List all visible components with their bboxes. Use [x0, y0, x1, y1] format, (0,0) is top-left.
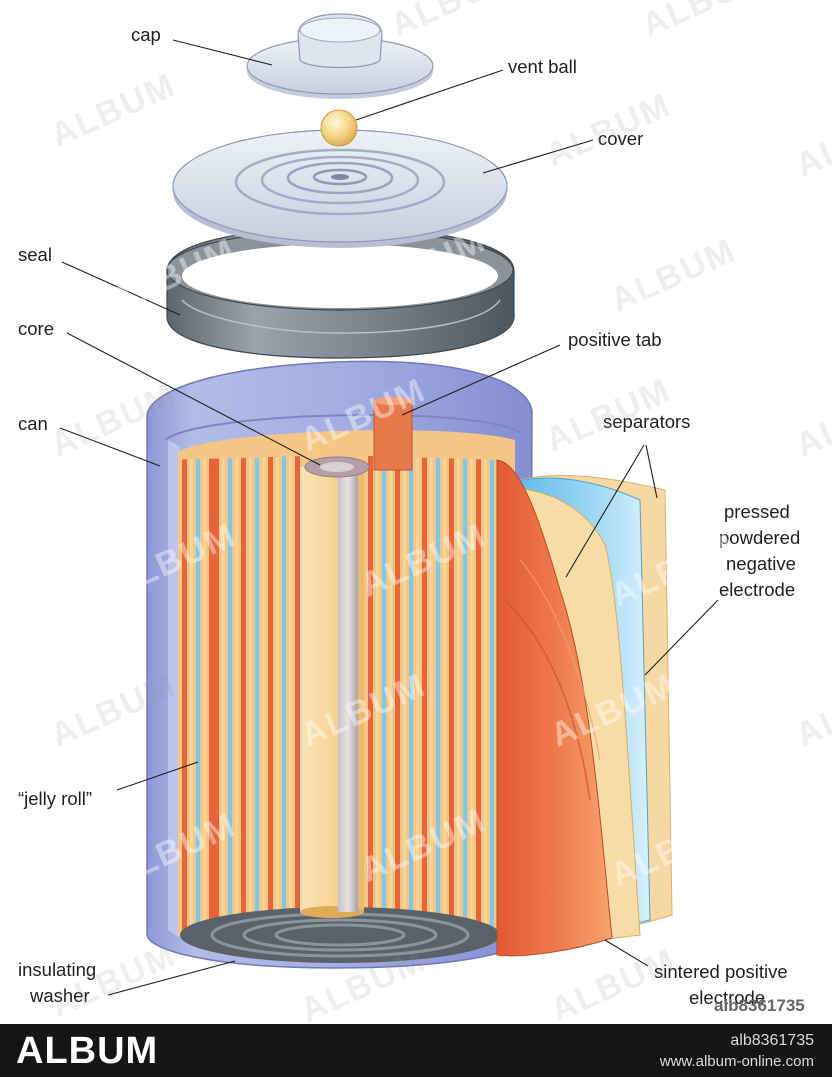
jelly-roll-layer-stripe — [382, 456, 386, 935]
image-id-overlay: alb8361735 — [714, 996, 805, 1015]
negative-electrode-leader — [644, 599, 719, 676]
label-vent-ball: vent ball — [508, 56, 577, 77]
jelly-roll-layer-stripe — [403, 457, 406, 935]
leader-lines — [59, 39, 719, 996]
label-positive-line-1: sintered positive — [654, 961, 788, 982]
battery-diagram — [59, 13, 719, 996]
positive-tab-strip — [373, 399, 413, 471]
positive-electrode-sheet — [496, 459, 613, 957]
diagram-stage: cap vent ball cover seal core positive t… — [18, 0, 832, 1024]
jelly-roll-layer-stripe — [262, 457, 265, 935]
jelly-roll-layer-stripe — [190, 459, 193, 935]
label-jelly-roll: “jelly roll” — [18, 788, 92, 809]
cover — [172, 129, 508, 248]
jelly-roll-layer-stripe — [282, 456, 286, 935]
jelly-roll — [178, 397, 515, 963]
footer-bar: ALBUM alb8361735 www.album-online.com — [0, 1024, 832, 1077]
label-insulating-line-1: insulating — [18, 959, 97, 980]
jelly-roll-layer-stripe — [209, 458, 214, 935]
vent-ball — [320, 109, 358, 147]
insulating-washer-leader — [107, 960, 236, 996]
label-cap: cap — [131, 24, 161, 45]
cap — [246, 13, 434, 99]
jelly-roll-layer-stripe — [376, 456, 379, 935]
jelly-roll-layer-stripe — [289, 456, 292, 935]
jelly-roll-layer-stripe — [249, 457, 252, 935]
label-cover: cover — [598, 128, 644, 149]
seal — [166, 227, 515, 359]
jelly-roll-layer-stripe — [276, 456, 279, 935]
jelly-roll-layer-stripe — [476, 459, 481, 935]
jelly-roll-leader — [116, 761, 199, 791]
jelly-roll-layer-stripe — [235, 458, 238, 935]
jelly-roll-layer-stripe — [222, 458, 225, 935]
label-insulating-line-2: washer — [30, 985, 90, 1006]
jelly-roll-layer-stripe — [214, 458, 219, 935]
label-negative-line-4: electrode — [719, 579, 796, 600]
footer-site-url: www.album-online.com — [659, 1053, 814, 1070]
label-negative-line-2: powdered — [719, 527, 801, 548]
label-separators: separators — [603, 411, 691, 432]
jelly-roll-layer-stripe — [430, 457, 433, 935]
jelly-roll-layer-stripe — [422, 457, 427, 935]
jelly-roll-layer-stripe — [470, 459, 473, 935]
can-leader — [59, 427, 161, 467]
jelly-roll-layer-stripe — [463, 458, 467, 935]
jelly-roll-layer-stripe — [443, 458, 446, 935]
label-seal: seal — [18, 244, 52, 265]
footer-brand: ALBUM — [16, 1030, 159, 1072]
label-negative-line-1: pressed — [724, 501, 790, 522]
positive-electrode-leader — [604, 939, 649, 967]
jelly-roll-layer-stripe — [203, 458, 206, 935]
core-rod — [338, 467, 358, 912]
core-leader — [66, 332, 321, 466]
jelly-roll-layer-stripe — [457, 458, 460, 935]
jelly-roll-layer-stripe — [295, 456, 300, 935]
jelly-roll-layer-stripe — [228, 458, 232, 935]
jelly-roll-layer-stripe — [182, 459, 187, 935]
cover-leader — [482, 139, 594, 174]
jelly-roll-layer-stripe — [490, 459, 494, 935]
label-can: can — [18, 413, 48, 434]
label-core: core — [18, 318, 54, 339]
label-positive-tab: positive tab — [568, 329, 662, 350]
jelly-roll-layer-stripe — [196, 459, 200, 935]
jelly-roll-layer-stripe — [241, 457, 246, 935]
jelly-roll-layer-stripe — [484, 459, 487, 935]
label-positive-line-2: electrode — [689, 987, 766, 1008]
separators-leader-a — [565, 444, 645, 578]
cap-leader — [172, 39, 273, 66]
jelly-roll-layer-stripe — [436, 458, 440, 935]
jelly-roll-layer-stripe — [268, 457, 273, 935]
label-negative-line-3: negative — [726, 553, 796, 574]
jelly-roll-layer-stripe — [389, 456, 392, 935]
electrode-layers — [496, 459, 673, 957]
positive-tab-leader — [401, 344, 561, 416]
jelly-roll-layer-stripe — [416, 457, 419, 935]
seal-leader — [61, 261, 181, 316]
jelly-roll-layer-stripe — [395, 456, 400, 935]
jelly-roll-layer-stripe — [368, 455, 373, 935]
jelly-roll-layer-stripe — [255, 457, 259, 935]
jelly-roll-layer-stripe — [449, 458, 454, 935]
vent-ball-leader — [355, 69, 504, 121]
footer-image-id: alb8361735 — [730, 1032, 814, 1049]
jelly-roll-layer-stripe — [409, 457, 413, 935]
separators-leader-b — [645, 444, 658, 499]
